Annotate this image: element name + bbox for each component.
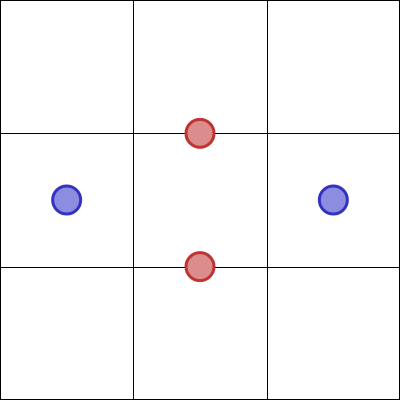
blue-piece-left[interactable]	[51, 184, 83, 216]
red-piece-bottom[interactable]	[184, 251, 216, 283]
blue-piece-right[interactable]	[317, 184, 349, 216]
pieces-layer[interactable]	[51, 117, 349, 283]
red-piece-top[interactable]	[184, 117, 216, 149]
